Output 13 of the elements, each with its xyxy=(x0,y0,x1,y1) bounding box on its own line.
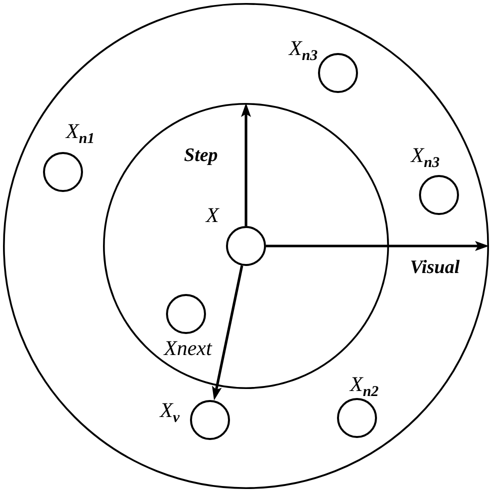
arrow xyxy=(212,265,244,401)
edge-label: Step xyxy=(184,145,218,166)
node-label: X$_{n2}$ xyxy=(350,373,379,395)
node-label: X$_{n1}$ xyxy=(66,120,95,142)
node-label: X xyxy=(206,204,219,226)
node-label: Xnext xyxy=(164,337,212,359)
node-label: X$_{v}$ xyxy=(160,399,180,421)
outer-circle xyxy=(3,3,489,489)
edge-label: Visual xyxy=(410,257,460,278)
arrow xyxy=(266,241,489,251)
node-label: X$_{n3}$ xyxy=(411,144,440,166)
arrow xyxy=(241,103,251,226)
node-label: X$_{n3}$ xyxy=(289,37,318,59)
